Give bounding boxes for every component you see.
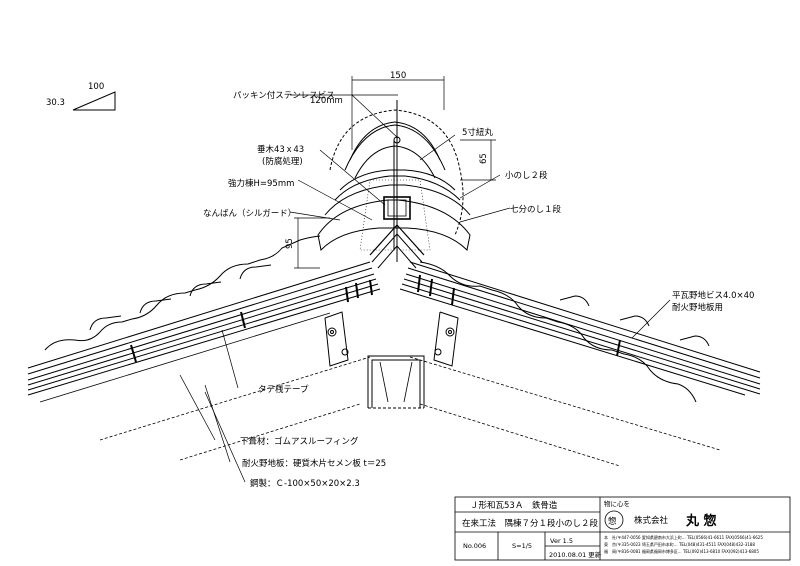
dim-top-width: 150 <box>390 71 406 81</box>
leader-lines <box>179 94 671 483</box>
slope-run-label: 100 <box>88 82 104 92</box>
company-brand: 丸 惣 <box>685 513 717 529</box>
label-tateboshi: タテ桟テープ <box>258 384 309 395</box>
roof-left <box>27 235 381 461</box>
title-product: Ｊ形和瓦53Ａ 鉄骨造 <box>470 500 558 511</box>
title-number: No.006 <box>463 542 486 550</box>
dim-screw-length: 120mm <box>310 96 343 106</box>
label-rafter-note: (防腐処理) <box>262 156 303 167</box>
address-line-3: 福 岡/〒816-0081 福岡県福岡市博多区... TEL(092)413-6… <box>604 548 759 554</box>
label-underlay: 下葺材：ゴムアスルーフィング <box>240 436 359 447</box>
address-line-1: 本 社/〒447-0056 愛知県碧南市大浜上町... TEL(0566)41-… <box>604 534 763 540</box>
title-date: 2010.08.01 更新 <box>549 550 602 559</box>
ridge-assembly <box>317 100 471 269</box>
label-marumaru: 5寸紐丸 <box>462 127 493 138</box>
label-screw-right-note: 耐火野地板用 <box>672 302 723 313</box>
slope-indicator <box>72 91 116 111</box>
company-name: 株式会社 <box>634 515 669 526</box>
title-method: 在来工法 隅棟７分１段小のし２段 <box>462 518 599 529</box>
dimension-lines <box>290 76 496 269</box>
title-block-frame <box>454 496 791 561</box>
label-rafter: 垂木43ｘ43 <box>257 144 304 155</box>
address-line-2: 東 京/〒335-0023 埼玉県戸田市本町... TEL(048)431-45… <box>604 541 755 547</box>
slope-rise-label: 30.3 <box>46 98 65 108</box>
label-konoshi: 小のし２段 <box>505 170 548 181</box>
label-shichibu: 七分のし１段 <box>510 204 562 215</box>
label-packing-screw: パッキン付ステンレスビス <box>233 90 335 101</box>
dim-left-height: 95 <box>285 238 295 249</box>
label-board: 耐火野地板：硬質木片セメン板 t＝25 <box>242 458 386 469</box>
steel-bracket-right <box>433 311 459 367</box>
title-scale: S=1/5 <box>512 542 532 550</box>
company-logo: 惣 <box>608 516 617 527</box>
steel-channel <box>367 355 425 409</box>
label-strong-batten: 強力棟H=95mm <box>228 178 294 189</box>
label-nanban: なんばん（シルガード） <box>203 208 296 219</box>
steel-bracket-left <box>324 311 349 367</box>
company-slogan: 物に心を <box>604 499 630 508</box>
dim-right-height: 65 <box>479 153 489 164</box>
label-steel: 鋼製：Ｃ-100×50×20×2.3 <box>250 478 360 489</box>
title-version: Ver 1.5 <box>550 537 573 545</box>
roof-right <box>399 261 761 467</box>
label-screw-right: 平瓦野地ビス4.0×40 <box>672 290 754 301</box>
